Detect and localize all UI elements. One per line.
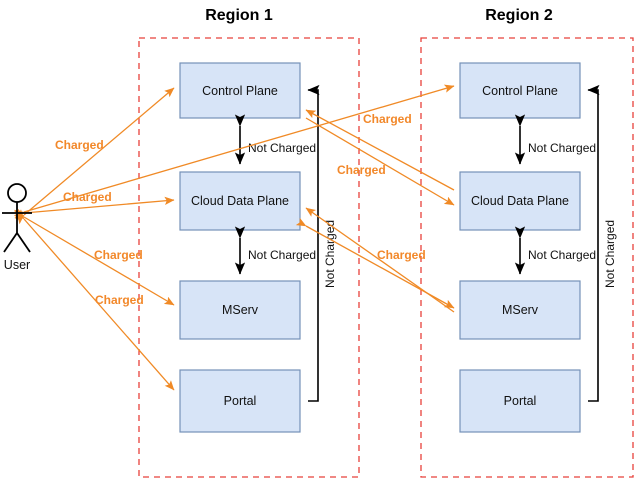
r2-portal-box[interactable]: Portal <box>459 369 581 433</box>
cross-region-lower-label: Charged <box>377 248 426 262</box>
r1-portal-label: Portal <box>224 394 257 408</box>
r2-cloud-data-plane-label: Cloud Data Plane <box>471 194 569 208</box>
r1-mserv-box[interactable]: MServ <box>179 280 301 340</box>
r2-portal-cp-label: Not Charged <box>603 220 617 288</box>
user-to-r1-control-plane-label: Charged <box>55 138 104 152</box>
r1-control-plane-box[interactable]: Control Plane <box>179 62 301 119</box>
r2-to-r1-control-plane-label: Charged <box>337 163 386 177</box>
region-2-title: Region 2 <box>485 7 553 24</box>
r2-cp-cdp-label: Not Charged <box>528 141 596 155</box>
r1-cdp-to-r2-mserv-arrow <box>295 217 455 309</box>
r1-cloud-data-plane-box[interactable]: Cloud Data Plane <box>179 171 301 231</box>
r2-cdp-mserv-label: Not Charged <box>528 248 596 262</box>
r1-to-r2-cloud-data-plane-arrow <box>305 117 455 206</box>
r2-mserv-label: MServ <box>502 303 539 317</box>
user-to-r1-mserv-label: Charged <box>94 248 143 262</box>
r1-portal-cp-label: Not Charged <box>323 220 337 288</box>
r1-portal-box[interactable]: Portal <box>179 369 301 433</box>
r1-control-plane-label: Control Plane <box>202 84 278 98</box>
r2-portal-cp-connector <box>587 84 600 402</box>
r2-control-plane-box[interactable]: Control Plane <box>459 62 581 119</box>
user-label: User <box>4 258 30 272</box>
r2-mserv-box[interactable]: MServ <box>459 280 581 340</box>
r1-cloud-data-plane-label: Cloud Data Plane <box>191 194 289 208</box>
r1-mserv-label: MServ <box>222 303 259 317</box>
user-to-r1-cloud-data-plane-label: Charged <box>63 190 112 204</box>
region-1-title: Region 1 <box>205 7 273 24</box>
r1-cdp-mserv-label: Not Charged <box>248 248 316 262</box>
r2-portal-label: Portal <box>504 394 537 408</box>
r2-to-r1-control-plane-arrow <box>305 109 455 191</box>
user-stick-figure-icon <box>2 183 32 253</box>
user-to-r2-control-plane-arrow <box>13 84 455 219</box>
user-to-r2-control-plane-label: Charged <box>363 112 412 126</box>
region-1-boundary <box>138 37 360 478</box>
user-to-r1-portal-label: Charged <box>95 293 144 307</box>
r2-control-plane-label: Control Plane <box>482 84 558 98</box>
user-to-r1-portal-arrow <box>14 209 175 391</box>
r1-portal-cp-connector <box>307 84 320 402</box>
r2-cloud-data-plane-box[interactable]: Cloud Data Plane <box>459 171 581 231</box>
